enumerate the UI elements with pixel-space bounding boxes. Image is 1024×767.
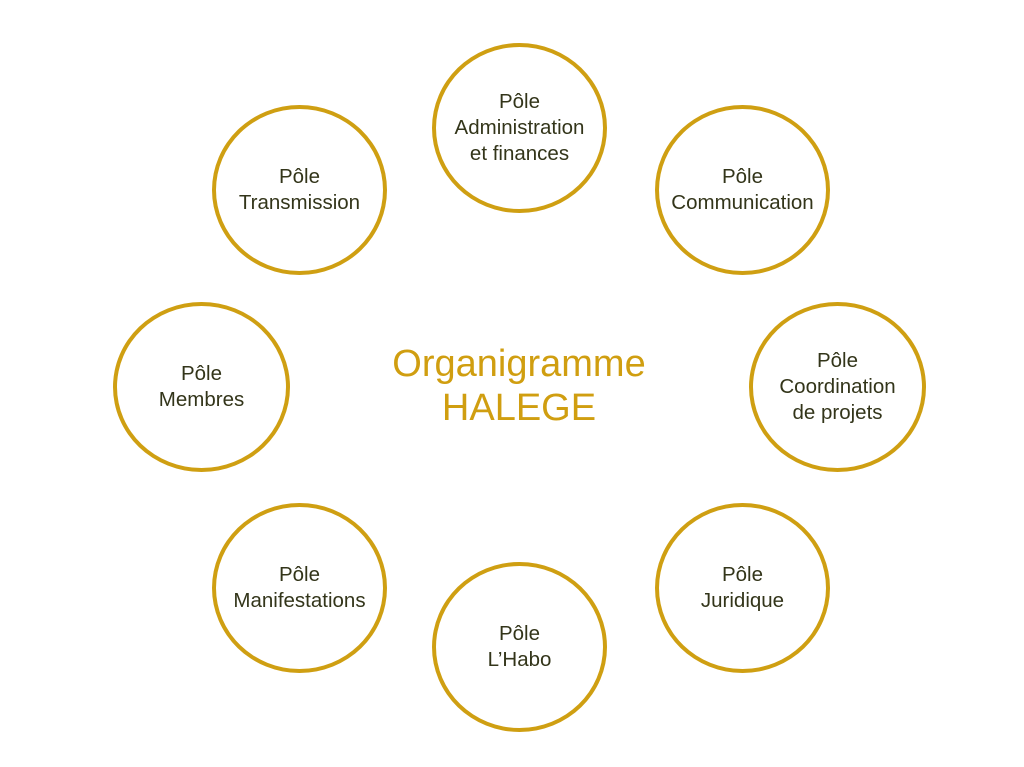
title-line-2: HALEGE bbox=[441, 387, 597, 429]
pole-name: Communication bbox=[671, 191, 814, 214]
pole-name: Juridique bbox=[700, 589, 785, 612]
pole-name: Manifestations bbox=[233, 589, 366, 612]
pole-label: Pôle bbox=[498, 622, 541, 645]
pole-name: Membres bbox=[158, 388, 245, 411]
pole-label: Pôle bbox=[180, 362, 223, 385]
pole-name: de projets bbox=[792, 401, 883, 424]
pole-name: et finances bbox=[469, 142, 570, 165]
pole-label: Pôle bbox=[721, 563, 764, 586]
pole-label: Pôle bbox=[498, 90, 541, 113]
pole-label: Pôle bbox=[278, 165, 321, 188]
pole-manifestations: Pôle Manifestations bbox=[212, 503, 387, 673]
pole-coordination-projets: Pôle Coordination de projets bbox=[749, 302, 926, 472]
pole-juridique: Pôle Juridique bbox=[655, 503, 830, 673]
pole-name: L’Habo bbox=[487, 648, 552, 671]
pole-label: Pôle bbox=[721, 165, 764, 188]
pole-label: Pôle bbox=[816, 349, 859, 372]
title-line-1: Organigramme bbox=[392, 343, 646, 385]
pole-communication: Pôle Communication bbox=[655, 105, 830, 275]
pole-membres: Pôle Membres bbox=[113, 302, 290, 472]
pole-administration-finances: Pôle Administration et finances bbox=[432, 43, 607, 213]
chart-title: Organigramme HALEGE bbox=[319, 342, 719, 430]
pole-name: Coordination bbox=[779, 375, 896, 398]
pole-transmission: Pôle Transmission bbox=[212, 105, 387, 275]
pole-label: Pôle bbox=[278, 563, 321, 586]
pole-name: Transmission bbox=[238, 191, 361, 214]
pole-lhabo: Pôle L’Habo bbox=[432, 562, 607, 732]
pole-name: Administration bbox=[454, 116, 585, 139]
